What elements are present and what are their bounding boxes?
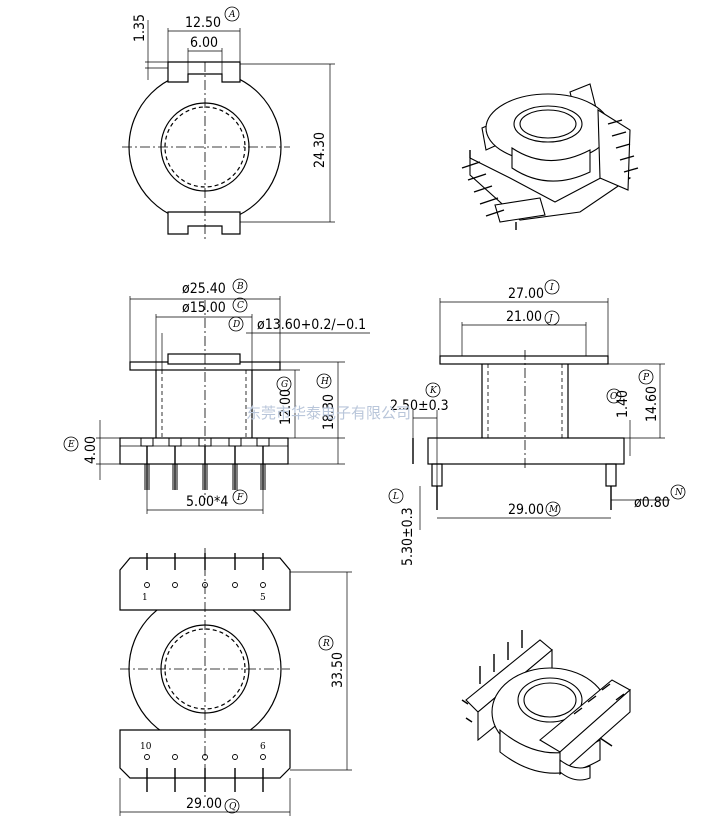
label-H: H xyxy=(316,373,332,389)
iso-view-bottom xyxy=(461,630,631,781)
pin-number-10: 10 xyxy=(140,742,152,752)
pin-number-1: 1 xyxy=(142,593,148,603)
label-I: I xyxy=(544,279,560,295)
side-view xyxy=(412,298,670,530)
dim-side-inner-width: 21.00 xyxy=(506,309,542,325)
dim-side-width: 27.00 xyxy=(508,286,544,302)
label-L: L xyxy=(388,488,404,504)
dim-pin-pitch: 5.00*4 xyxy=(186,494,228,510)
svg-text:L: L xyxy=(392,492,399,502)
label-O: O xyxy=(606,388,622,404)
svg-text:C: C xyxy=(237,301,244,311)
dim-pin-dia: ø0.80 xyxy=(634,495,670,511)
dim-slot-width: 6.00 xyxy=(190,35,218,51)
label-A: A xyxy=(224,6,240,22)
svg-text:M: M xyxy=(548,505,559,515)
label-K: K xyxy=(425,382,441,398)
watermark-text: 东莞市华泰电子有限公司 xyxy=(246,404,411,422)
pin-number-6: 6 xyxy=(260,742,266,752)
front-view xyxy=(96,296,370,514)
svg-text:E: E xyxy=(67,440,75,450)
label-R: R xyxy=(318,635,334,651)
bottom-view xyxy=(119,548,352,816)
svg-text:J: J xyxy=(547,314,554,324)
dim-top-offset: 1.35 xyxy=(132,14,148,42)
label-B: B xyxy=(232,278,248,294)
label-G: G xyxy=(276,376,292,392)
svg-text:B: B xyxy=(236,282,244,292)
dim-total-height: 18.30 xyxy=(321,394,337,430)
svg-text:G: G xyxy=(281,380,288,390)
svg-text:A: A xyxy=(228,10,236,20)
svg-text:R: R xyxy=(322,639,330,649)
dim-bottom-width: 29.00 xyxy=(186,796,222,812)
svg-text:F: F xyxy=(236,493,244,503)
svg-text:K: K xyxy=(429,386,438,396)
dim-tube-inner-dia: ø13.60+0.2/−0.1 xyxy=(257,317,366,333)
label-M: M xyxy=(545,501,561,517)
svg-text:N: N xyxy=(674,488,684,498)
label-J: J xyxy=(544,310,560,326)
dim-bottom-height: 33.50 xyxy=(330,652,346,688)
svg-text:I: I xyxy=(549,283,554,293)
top-tab xyxy=(167,61,241,83)
label-N: N xyxy=(670,484,686,500)
label-D: D xyxy=(228,316,244,332)
pin-number-5: 5 xyxy=(260,593,266,603)
label-Q: Q xyxy=(224,798,240,814)
svg-text:D: D xyxy=(232,320,240,330)
svg-text:O: O xyxy=(610,392,618,402)
dim-top-width: 12.50 xyxy=(185,15,221,31)
dim-tube-outer-dia: ø15.00 xyxy=(182,300,226,316)
svg-text:H: H xyxy=(320,377,329,387)
label-E: E xyxy=(63,436,79,452)
dim-winding-height: 12.00 xyxy=(278,389,294,425)
svg-text:Q: Q xyxy=(229,802,237,812)
dim-pin-offset: 2.50±0.3 xyxy=(390,398,449,414)
bottom-tab xyxy=(167,211,241,235)
dim-pin-span: 29.00 xyxy=(508,502,544,518)
label-C: C xyxy=(232,297,248,313)
dim-top-height: 24.30 xyxy=(312,132,328,168)
label-P: P xyxy=(638,369,654,385)
dim-flange-dia: ø25.40 xyxy=(182,281,226,297)
dim-base-height: 4.00 xyxy=(83,436,99,464)
dim-side-height: 14.60 xyxy=(644,386,660,422)
iso-view-top xyxy=(461,83,639,230)
dim-pin-length: 5.30±0.3 xyxy=(400,507,416,566)
svg-text:P: P xyxy=(642,373,650,383)
top-view xyxy=(122,20,335,240)
dim-flange-thickness: 1.40 xyxy=(615,390,631,418)
label-F: F xyxy=(232,489,248,505)
